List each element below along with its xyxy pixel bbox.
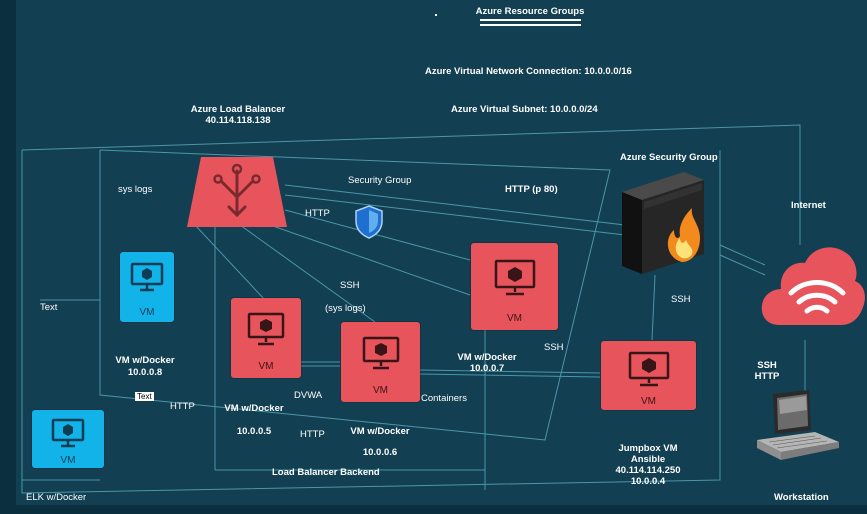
- vm-node-web3[interactable]: VM: [341, 322, 420, 402]
- cloud-wifi-icon: [761, 247, 865, 325]
- containers-label: Containers: [421, 393, 467, 404]
- workstation-label: Workstation: [774, 492, 829, 503]
- security-group-mid-label: Security Group: [348, 175, 412, 186]
- lb-backend-label: Load Balancer Backend: [272, 467, 380, 478]
- vm-monitor-icon: [247, 312, 285, 346]
- vm-label: VM: [60, 455, 76, 466]
- vnet-boundary: [21, 124, 801, 245]
- http-lb-label: HTTP: [305, 208, 330, 219]
- load-balancer-icon[interactable]: [187, 157, 287, 229]
- http-p80-label: HTTP (p 80): [505, 184, 558, 195]
- dvwa-label: DVWA: [294, 390, 323, 401]
- vm4-line1: VM w/Docker: [457, 352, 517, 363]
- firewall-icon: [622, 172, 704, 274]
- elk-label: ELK w/Docker: [26, 492, 87, 503]
- subnet-boundary: [99, 149, 611, 441]
- bottom-edge: [0, 505, 867, 514]
- vm3-line2: 10.0.0.6: [362, 447, 398, 458]
- lb-title: Azure Load Balancer: [190, 104, 286, 115]
- left-edge: [0, 0, 16, 514]
- internet-label: Internet: [791, 200, 826, 211]
- jumpbox-line1: Jumpbox VM: [618, 443, 678, 454]
- vm-monitor-icon: [362, 336, 399, 370]
- text-box: Text: [135, 392, 154, 401]
- vm-monitor-icon: [130, 262, 164, 292]
- subnet-label: Azure Virtual Subnet: 10.0.0.0/24: [451, 104, 598, 115]
- vm2-line2: 10.0.0.5: [236, 426, 272, 437]
- vm-node-web4[interactable]: VM: [471, 243, 558, 330]
- workstation-icon: [757, 390, 839, 460]
- ssh-http-label-2: HTTP: [754, 371, 780, 382]
- sys-logs-paren-label: (sys logs): [325, 303, 366, 314]
- vm2-line1: VM w/Docker: [224, 403, 284, 414]
- vm1-line2: 10.0.0.8: [127, 367, 163, 378]
- vnet-label: Azure Virtual Network Connection: 10.0.0…: [425, 66, 632, 77]
- vm-label: VM: [507, 313, 522, 324]
- dot: [435, 14, 437, 16]
- lb-ip: 40.114.118.138: [205, 115, 271, 126]
- jumpbox-line3: 40.114.114.250: [615, 465, 681, 476]
- vm-node-jumpbox[interactable]: VM: [601, 341, 696, 410]
- jumpbox-line4: 10.0.0.4: [630, 476, 666, 487]
- title-underline: [480, 19, 581, 21]
- vm-label: VM: [258, 361, 274, 372]
- ssh-http-label-1: SSH: [757, 360, 777, 371]
- security-group-top-label: Azure Security Group: [620, 152, 718, 163]
- jumpbox-line2: Ansible: [630, 454, 666, 465]
- ssh-fw-label: SSH: [671, 294, 691, 305]
- title-underline-2: [480, 24, 581, 26]
- vm-monitor-icon: [51, 418, 85, 448]
- vm-monitor-icon: [628, 351, 669, 387]
- vm-label: VM: [641, 396, 656, 407]
- page-title: Azure Resource Groups: [475, 6, 585, 17]
- vm3-line1: VM w/Docker: [350, 426, 410, 437]
- ssh-right-label: SSH: [544, 342, 564, 353]
- vm-label: VM: [139, 307, 155, 318]
- vm4-line2: 10.0.0.7: [469, 363, 505, 374]
- http-bottom1-label: HTTP: [170, 401, 195, 412]
- ssh-mid-label: SSH: [340, 280, 360, 291]
- sys-logs-label: sys logs: [118, 184, 153, 195]
- http-bottom2-label: HTTP: [300, 429, 325, 440]
- vm-monitor-icon: [494, 259, 535, 296]
- vm1-line1: VM w/Docker: [115, 355, 175, 366]
- vm-label: VM: [373, 385, 388, 396]
- shield-icon: [355, 205, 383, 239]
- vnet-boundary-bottom: [21, 150, 721, 494]
- vm-node-elk-upper[interactable]: VM: [120, 252, 174, 322]
- text-left-label: Text: [40, 302, 58, 313]
- vm-node-web2[interactable]: VM: [231, 298, 301, 378]
- vm-node-elk[interactable]: VM: [32, 410, 104, 468]
